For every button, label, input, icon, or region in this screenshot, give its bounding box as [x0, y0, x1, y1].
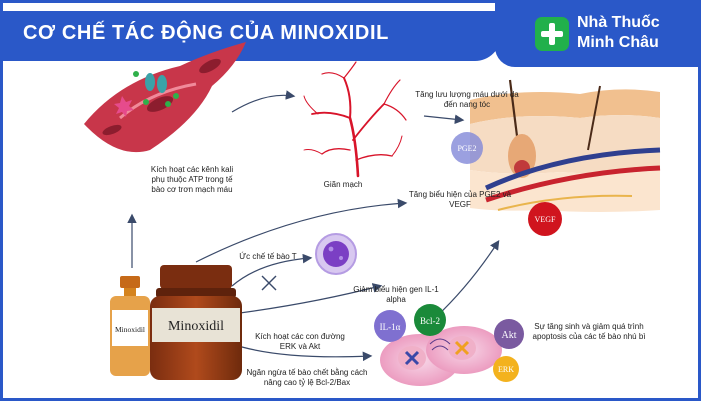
- label-bcl2-bax: Ngăn ngừa tế bào chết bằng cách nâng cao…: [246, 368, 368, 387]
- vegf-badge-label: VEGF: [535, 215, 556, 224]
- il1a-badge-label: IL-1α: [380, 322, 401, 332]
- smooth-muscle-cell-illustration: [84, 42, 246, 153]
- label-t-cell-inhibition: Ức chế tế bào T: [239, 252, 297, 261]
- brand-name-line2: Minh Châu: [577, 34, 659, 51]
- vegf-badge: VEGF: [528, 202, 562, 236]
- erk-badge-label: ERK: [498, 365, 514, 374]
- small-minoxidil-bottle: [110, 276, 150, 376]
- il1a-badge: IL-1α: [374, 310, 406, 342]
- small-bottle-label: Minoxidil: [115, 325, 145, 334]
- bcl2-badge-label: Bcl-2: [420, 316, 440, 326]
- pge2-badge: PGE2: [451, 132, 483, 164]
- label-blood-flow: Tăng lưu lượng máu dưới da đến nang tóc: [415, 90, 519, 109]
- large-bottle-label: Minoxidil: [168, 319, 224, 334]
- blood-vessel-illustration: [303, 61, 407, 178]
- inhibition-mark: [261, 275, 277, 291]
- page-title: CƠ CHẾ TÁC ĐỘNG CỦA MINOXIDIL: [23, 22, 389, 44]
- brand-name-line1: Nhà Thuốc: [577, 14, 660, 31]
- label-pge2-vegf: Tăng biểu hiện của PGE2 và VEGF: [408, 190, 512, 209]
- pge2-badge-label: PGE2: [457, 144, 476, 153]
- label-potassium-channels: Kích hoạt các kênh kali phụ thuộc ATP tr…: [150, 165, 234, 194]
- dermal-papilla-cells-illustration: [380, 326, 502, 386]
- akt-badge-label: Akt: [502, 330, 517, 341]
- large-minoxidil-bottle: [150, 265, 242, 380]
- skin-follicle-illustration: [470, 79, 661, 212]
- brand-logo: Nhà Thuốc Minh Châu: [495, 3, 698, 67]
- erk-badge: ERK: [493, 356, 519, 382]
- label-il1-alpha: Giảm biểu hiện gen IL-1 alpha: [353, 285, 439, 304]
- label-apoptosis: Sự tăng sinh và giảm quá trình apoptosis…: [532, 322, 646, 341]
- akt-badge: Akt: [494, 319, 524, 349]
- bcl2-badge: Bcl-2: [414, 304, 446, 336]
- label-erk-akt: Kích hoạt các con đường ERK và Akt: [255, 332, 345, 351]
- t-cell-icon: [315, 233, 357, 275]
- title-banner: CƠ CHẾ TÁC ĐỘNG CỦA MINOXIDIL: [3, 11, 501, 61]
- label-vasodilation: Giãn mạch: [323, 180, 363, 189]
- pharmacy-plus-icon: [535, 17, 569, 51]
- potassium-channel-icon: [114, 71, 179, 117]
